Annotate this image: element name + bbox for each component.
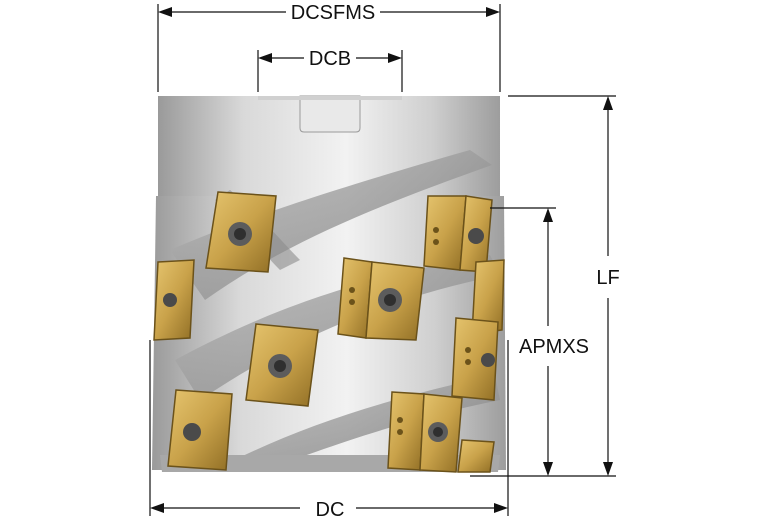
cutting-insert bbox=[245, 323, 319, 407]
cutting-insert bbox=[153, 259, 195, 341]
lf-label: LF bbox=[596, 267, 619, 289]
cutting-insert bbox=[365, 261, 425, 341]
apmxs-label: APMXS bbox=[519, 336, 589, 358]
cutting-insert bbox=[459, 195, 493, 273]
cutting-insert bbox=[451, 317, 499, 401]
cutting-insert bbox=[457, 439, 495, 473]
cutting-insert bbox=[387, 391, 425, 471]
dcsfms-label: DCSFMS bbox=[291, 2, 375, 24]
dc-label: DC bbox=[316, 499, 345, 521]
insert-group bbox=[153, 191, 505, 473]
cutting-insert bbox=[337, 257, 373, 339]
cutting-insert bbox=[471, 259, 505, 335]
cutting-insert bbox=[205, 191, 277, 273]
dimension-lines bbox=[149, 4, 616, 516]
cutting-insert bbox=[419, 393, 463, 473]
cutting-insert bbox=[423, 195, 467, 271]
dcb-label: DCB bbox=[309, 48, 351, 70]
cutting-insert bbox=[167, 389, 233, 471]
